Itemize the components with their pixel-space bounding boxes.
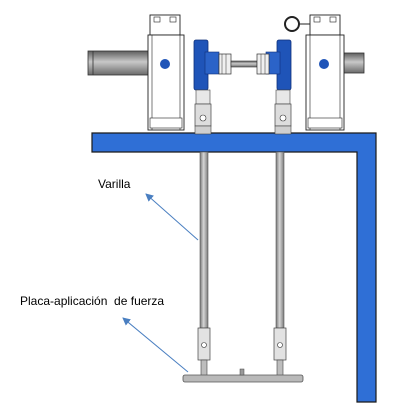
shaft-coupling bbox=[218, 53, 270, 75]
rod-label: Varilla bbox=[98, 177, 131, 191]
left-clamp bbox=[193, 39, 220, 135]
support-frame bbox=[91, 132, 377, 403]
left-bearing-housing bbox=[147, 14, 185, 131]
force-application-plate bbox=[182, 368, 304, 383]
dial-indicator-icon bbox=[284, 16, 310, 32]
bolt-icon bbox=[160, 59, 170, 69]
rod-arrow bbox=[145, 193, 199, 241]
right-rod bbox=[273, 151, 287, 377]
bolt-icon bbox=[319, 59, 329, 69]
right-bearing-housing bbox=[305, 14, 345, 131]
right-clamp bbox=[265, 39, 292, 135]
left-rod bbox=[197, 151, 211, 377]
plate-arrow bbox=[122, 317, 189, 373]
plate-label: Placa-aplicación de fuerza bbox=[20, 294, 165, 308]
